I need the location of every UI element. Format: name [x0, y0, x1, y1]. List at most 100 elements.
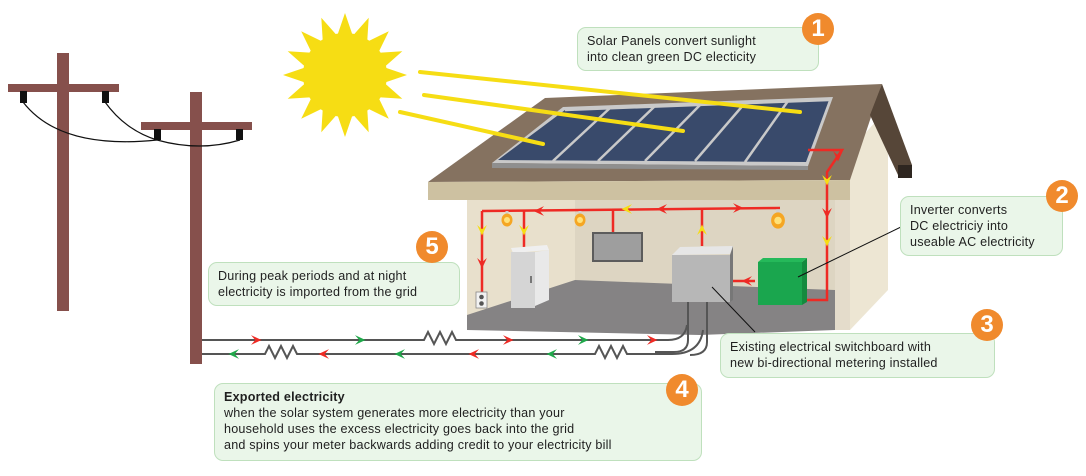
import-arrow: [355, 335, 366, 345]
leader-lines: [711, 224, 906, 333]
outlet-plate: [475, 291, 488, 309]
pole-left: [57, 53, 69, 311]
roof-gable: [870, 84, 912, 175]
power-line: [156, 139, 241, 147]
light-bulb: [574, 211, 586, 227]
inverter-side: [802, 258, 807, 305]
sun-ray: [418, 70, 802, 114]
switchboard-meter: [655, 246, 733, 356]
flow-arrow: [822, 208, 832, 219]
callout-text: DC electriciy into: [910, 219, 1009, 233]
flow-arrow: [833, 151, 843, 162]
flow-arrow: [741, 276, 752, 286]
bulb-socket: [776, 209, 780, 215]
grid-flow-arrows: [228, 335, 658, 359]
sun-icon: [283, 13, 407, 137]
callout-inverter: Inverter converts DC electriciy into use…: [900, 196, 1063, 256]
callout-switchboard: Existing electrical switchboard with new…: [720, 333, 995, 378]
outlet-socket: [479, 301, 484, 306]
export-line: [202, 324, 688, 347]
callout-title: Exported electricity: [224, 390, 345, 404]
sun-rays: [398, 70, 802, 146]
step-badge-5: 5: [416, 231, 448, 263]
grid-connection: [202, 324, 704, 361]
callout-solar-panels: Solar Panels convert sunlight into clean…: [577, 27, 819, 71]
fridge-side: [535, 250, 549, 306]
power-line: [22, 101, 158, 143]
insulator: [154, 129, 161, 140]
outlet-socket: [479, 294, 484, 300]
appliances: [475, 209, 807, 356]
leader-line: [711, 286, 756, 333]
panel-divider: [564, 98, 830, 112]
panel-divider: [597, 105, 656, 162]
flow-arrows: [477, 151, 843, 286]
callout-text: During peak periods and at night: [218, 269, 407, 283]
step-badge-4: 4: [666, 374, 698, 406]
insulator: [20, 91, 27, 103]
flow-arrow: [733, 203, 744, 213]
callout-text: Inverter converts: [910, 203, 1008, 217]
export-arrow: [468, 349, 479, 359]
export-arrow: [647, 335, 658, 345]
switchboard-side: [730, 246, 733, 302]
callout-text: Solar Panels convert sunlight: [587, 34, 756, 48]
flow-arrow: [477, 225, 487, 236]
panel-divider: [694, 102, 746, 162]
fridge-top: [511, 245, 549, 253]
utility-poles: [8, 53, 252, 364]
bulb-socket: [505, 211, 509, 215]
bulb-glow: [577, 217, 583, 223]
flow-arrow: [822, 175, 832, 186]
house-floor: [467, 280, 835, 335]
inverter-box: [758, 258, 807, 305]
callout-text: and spins your meter backwards adding cr…: [224, 438, 612, 452]
television-screen: [594, 234, 641, 260]
step-badge-1: 1: [802, 13, 834, 45]
television: [592, 232, 643, 262]
house: [398, 70, 912, 335]
sun-ray: [422, 93, 685, 133]
refrigerator: [511, 245, 549, 308]
ac-wire: [481, 206, 781, 213]
import-arrow: [546, 349, 557, 359]
power-line: [104, 101, 158, 141]
import-arrow: [578, 335, 589, 345]
bulb-glow: [774, 216, 782, 225]
callout-text: household uses the excess electricity go…: [224, 422, 575, 436]
callout-text: useable AC electricity: [910, 235, 1035, 249]
dc-wire: [800, 148, 845, 302]
import-line: [202, 329, 704, 361]
step-badge-3: 3: [971, 309, 1003, 341]
switchboard-cable: [655, 302, 689, 353]
inverter-front: [758, 262, 802, 305]
flow-arrow: [822, 236, 832, 247]
callout-text: Existing electrical switchboard with: [730, 340, 932, 354]
flow-arrow: [477, 258, 487, 269]
sun-ray: [398, 110, 545, 146]
panel-frame-shadow: [492, 163, 808, 170]
callout-exported-electricity: Exported electricity when the solar syst…: [214, 383, 702, 461]
export-arrow: [503, 335, 514, 345]
switchboard-top: [672, 246, 733, 255]
crossarm-right: [141, 122, 252, 130]
roof-gable-end: [898, 165, 912, 178]
switchboard-body: [672, 255, 730, 302]
light-bulb: [771, 209, 785, 229]
pole-right: [190, 92, 202, 364]
inverter-top: [758, 258, 807, 262]
bulb-socket: [578, 211, 582, 215]
flow-arrow: [656, 204, 667, 214]
leader-line: [797, 224, 906, 278]
import-arrow: [394, 349, 405, 359]
export-arrow: [251, 335, 262, 345]
light-bulb: [501, 211, 513, 227]
callout-text: when the solar system generates more ele…: [224, 406, 565, 420]
import-arrow: [228, 349, 239, 359]
flow-arrow: [621, 204, 632, 214]
callout-text: new bi-directional metering installed: [730, 356, 938, 370]
callout-grid-import: During peak periods and at night electri…: [208, 262, 460, 306]
export-arrow: [318, 349, 329, 359]
fridge-handle: [530, 276, 532, 283]
